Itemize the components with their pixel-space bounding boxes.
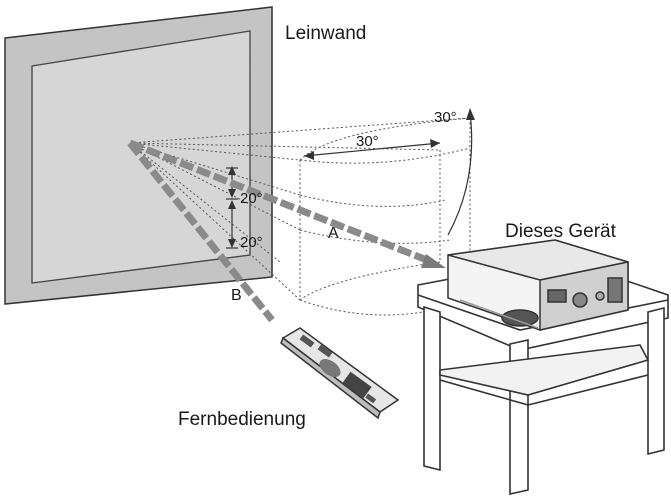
horizontal-angle-outer-label: 30°: [434, 109, 457, 126]
beam-a: [128, 139, 446, 268]
device-label: Dieses Gerät: [505, 221, 616, 242]
remote-control: [280, 327, 400, 420]
beam-b: [127, 140, 275, 323]
vertical-angle-up-label: 20°: [240, 190, 263, 207]
beam-b-label: B: [231, 287, 242, 304]
angle-markers: [226, 108, 475, 249]
vertical-angle-down-label: 20°: [240, 234, 263, 251]
screen-label: Leinwand: [285, 23, 367, 44]
beam-a-label: A: [328, 225, 339, 242]
remote-label: Fernbedienung: [178, 409, 306, 430]
projection-screen: [4, 6, 273, 305]
horizontal-angle-inner-label: 30°: [356, 133, 379, 150]
reception-range-guides: [129, 117, 471, 316]
projector: [447, 239, 629, 331]
